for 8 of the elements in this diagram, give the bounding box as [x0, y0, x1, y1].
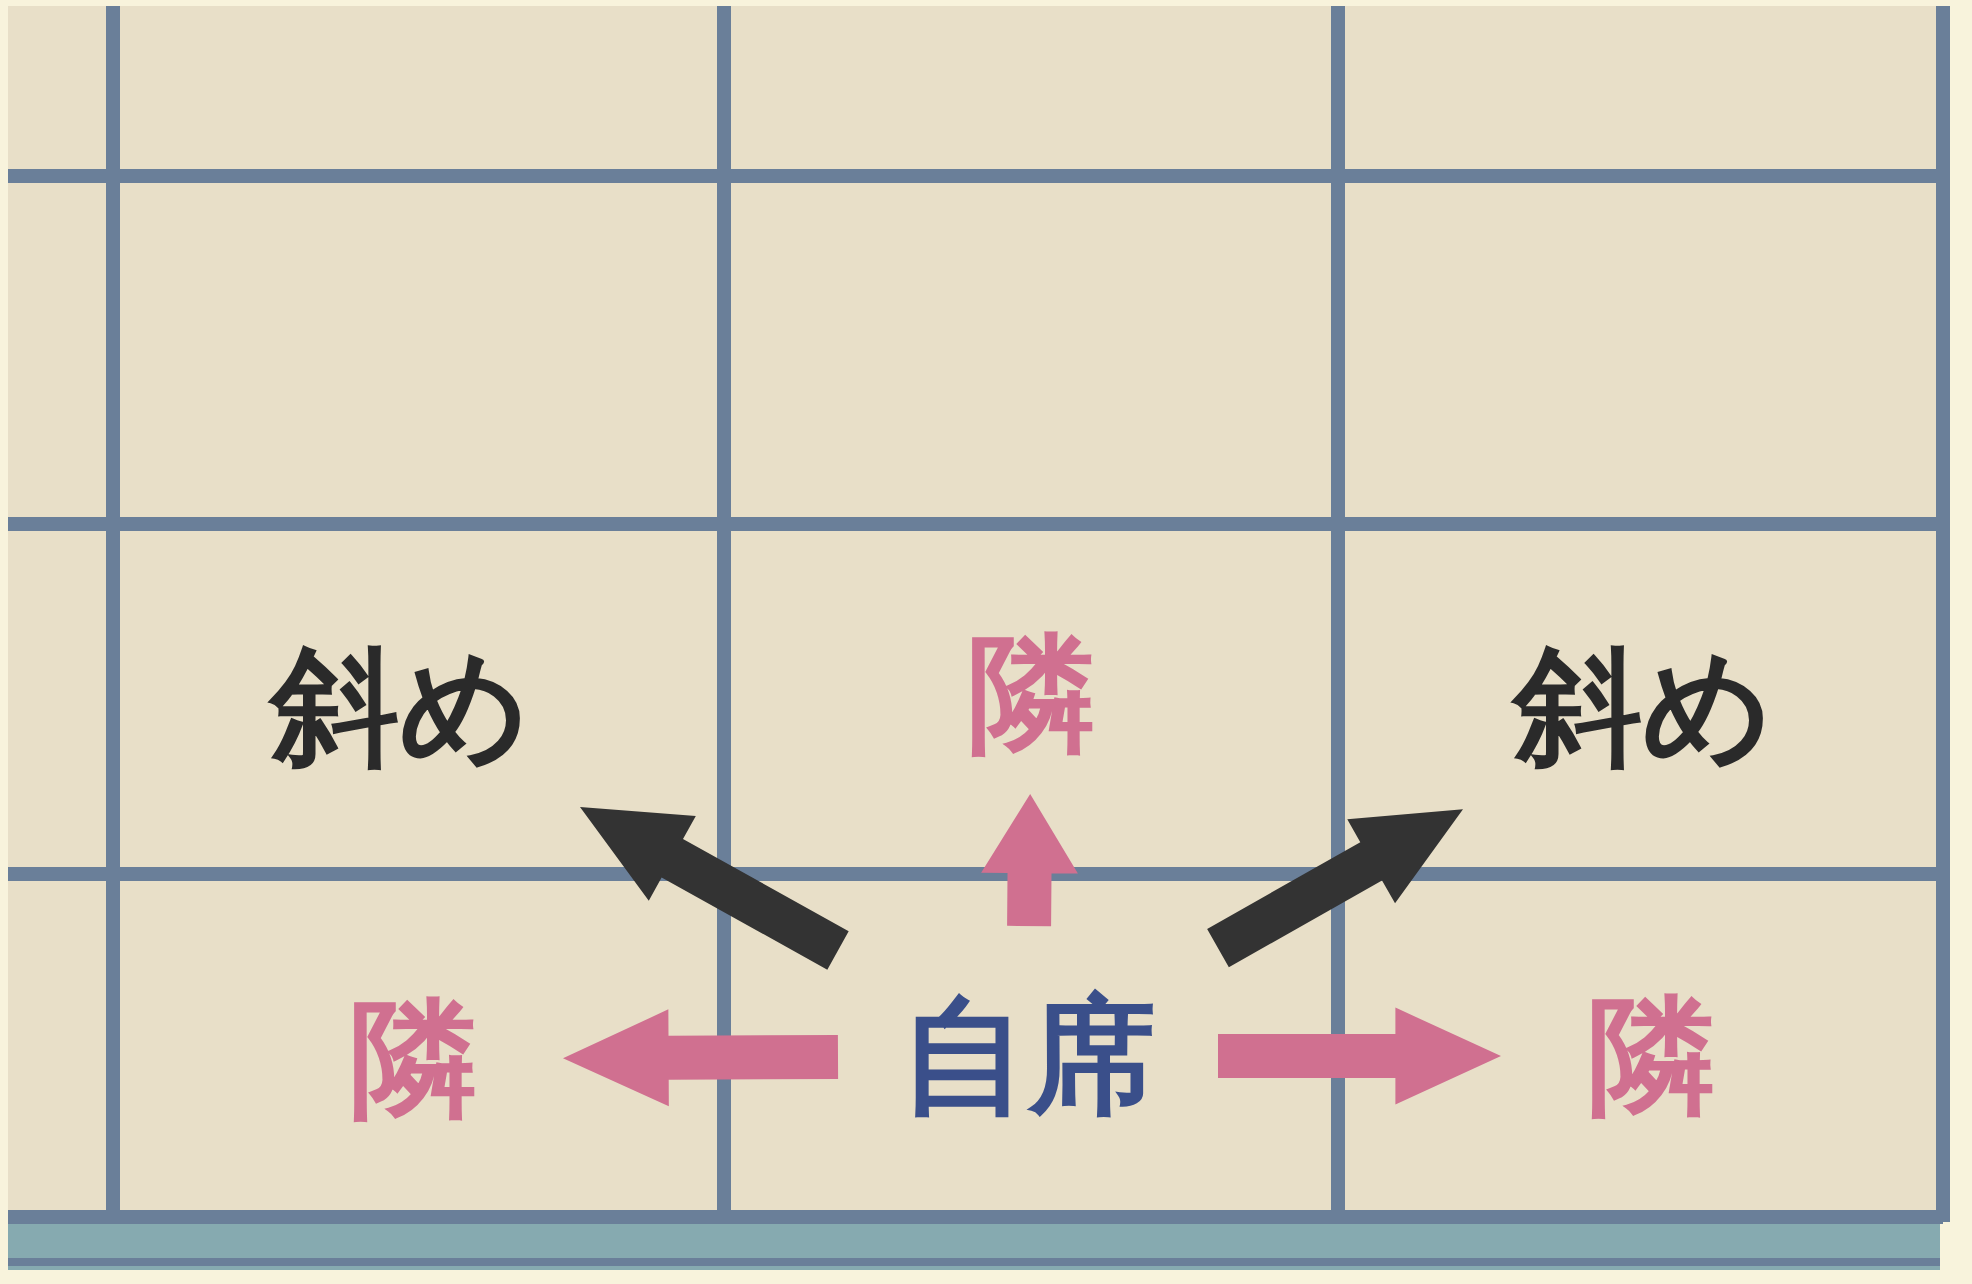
- arrow: [563, 1009, 839, 1107]
- seat-label: 隣: [349, 995, 477, 1123]
- arrow: [1218, 1007, 1501, 1105]
- seat-label: 隣: [967, 630, 1095, 758]
- seat-label: 隣: [1587, 992, 1715, 1120]
- arrow: [580, 807, 849, 970]
- arrow: [1207, 809, 1463, 968]
- arrow: [981, 794, 1078, 927]
